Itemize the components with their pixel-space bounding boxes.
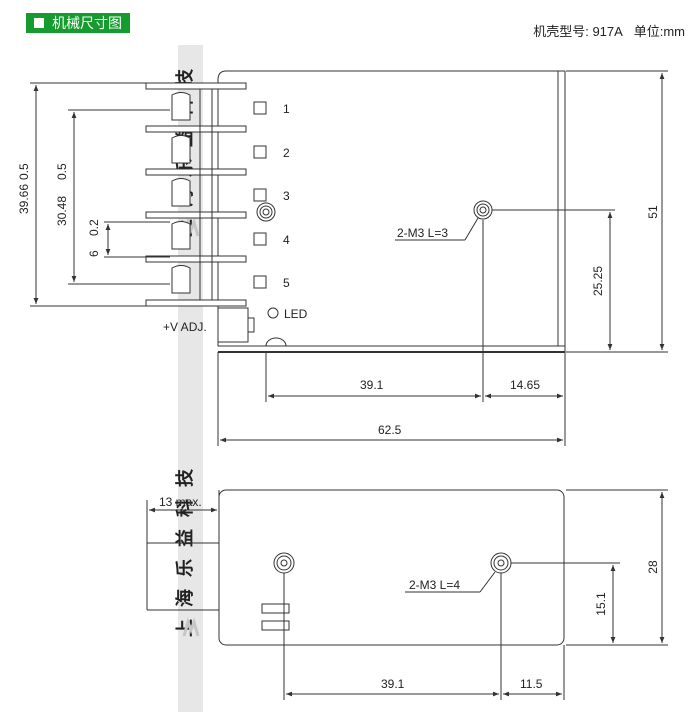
dim-width: 51 — [646, 205, 660, 219]
terminal-label-3: 3 — [283, 189, 290, 203]
watermark-char-6: 技 — [174, 68, 195, 87]
model-value: 917A — [592, 24, 623, 39]
watermark2-char-3: 乐 — [175, 559, 195, 577]
dim-hole-y: 25.25 — [591, 266, 605, 296]
dim-terminal-depth: 13 max. — [159, 495, 202, 509]
side-chassis-outline — [218, 489, 565, 646]
watermark2-char-4: 益 — [174, 529, 195, 547]
dim-side-hole-y: 15.1 — [594, 592, 608, 616]
adj-potentiometer — [217, 307, 249, 343]
terminal-screws — [171, 92, 191, 294]
bottom-notch — [265, 337, 287, 347]
terminal-label-1: 1 — [283, 102, 290, 116]
dim-pitch: 6 — [87, 250, 101, 257]
terminal-block — [145, 82, 247, 307]
dim-side-height: 28 — [646, 560, 660, 574]
dim-pitch-span: 30.48 — [55, 196, 69, 226]
square-icon — [34, 18, 44, 28]
unit-label: 单位:mm — [633, 24, 685, 39]
side-slot-1 — [261, 603, 290, 614]
side-mount-hole-left — [273, 552, 295, 574]
model-info: 机壳型号: 917A 单位:mm — [533, 21, 685, 40]
watermark2-char-2: 海 — [174, 589, 195, 607]
mount-hole-left — [256, 202, 276, 222]
dim-hole-x: 39.1 — [360, 378, 384, 392]
dim-pitch-span-tol: 0.5 — [55, 163, 69, 180]
dim-hole-right: 14.65 — [510, 378, 540, 392]
led-indicator — [267, 307, 279, 319]
model-label: 机壳型号: — [533, 24, 589, 39]
terminal-markers — [253, 101, 267, 289]
dim-overall-height-tol: 0.5 — [17, 163, 31, 180]
adj-label: +V ADJ. — [163, 320, 207, 334]
led-label: LED — [284, 307, 308, 321]
top-view — [30, 70, 668, 446]
dim-pitch-tol: 0.2 — [87, 219, 101, 236]
terminal-label-5: 5 — [283, 276, 290, 290]
side-mount-hole-right — [490, 552, 512, 574]
side-slot-2 — [261, 620, 290, 631]
section-title-badge: 机械尺寸图 — [26, 13, 130, 33]
watermark2-char-6: 技 — [174, 468, 195, 487]
section-title: 机械尺寸图 — [52, 15, 122, 31]
dim-side-hole-x: 39.1 — [381, 677, 405, 691]
dim-side-hole-right: 11.5 — [520, 677, 543, 691]
dim-length: 62.5 — [378, 423, 402, 437]
side-mount-label: 2-M3 L=4 — [409, 578, 460, 592]
top-mount-label: 2-M3 L=3 — [397, 226, 448, 240]
side-view — [146, 489, 668, 700]
mount-hole-right — [473, 200, 493, 220]
terminal-label-2: 2 — [283, 146, 290, 160]
chassis-outline — [217, 70, 559, 347]
terminal-label-4: 4 — [283, 233, 290, 247]
watermark-logo-icon-2 — [182, 617, 200, 637]
dim-overall-height: 39.66 — [17, 184, 31, 214]
